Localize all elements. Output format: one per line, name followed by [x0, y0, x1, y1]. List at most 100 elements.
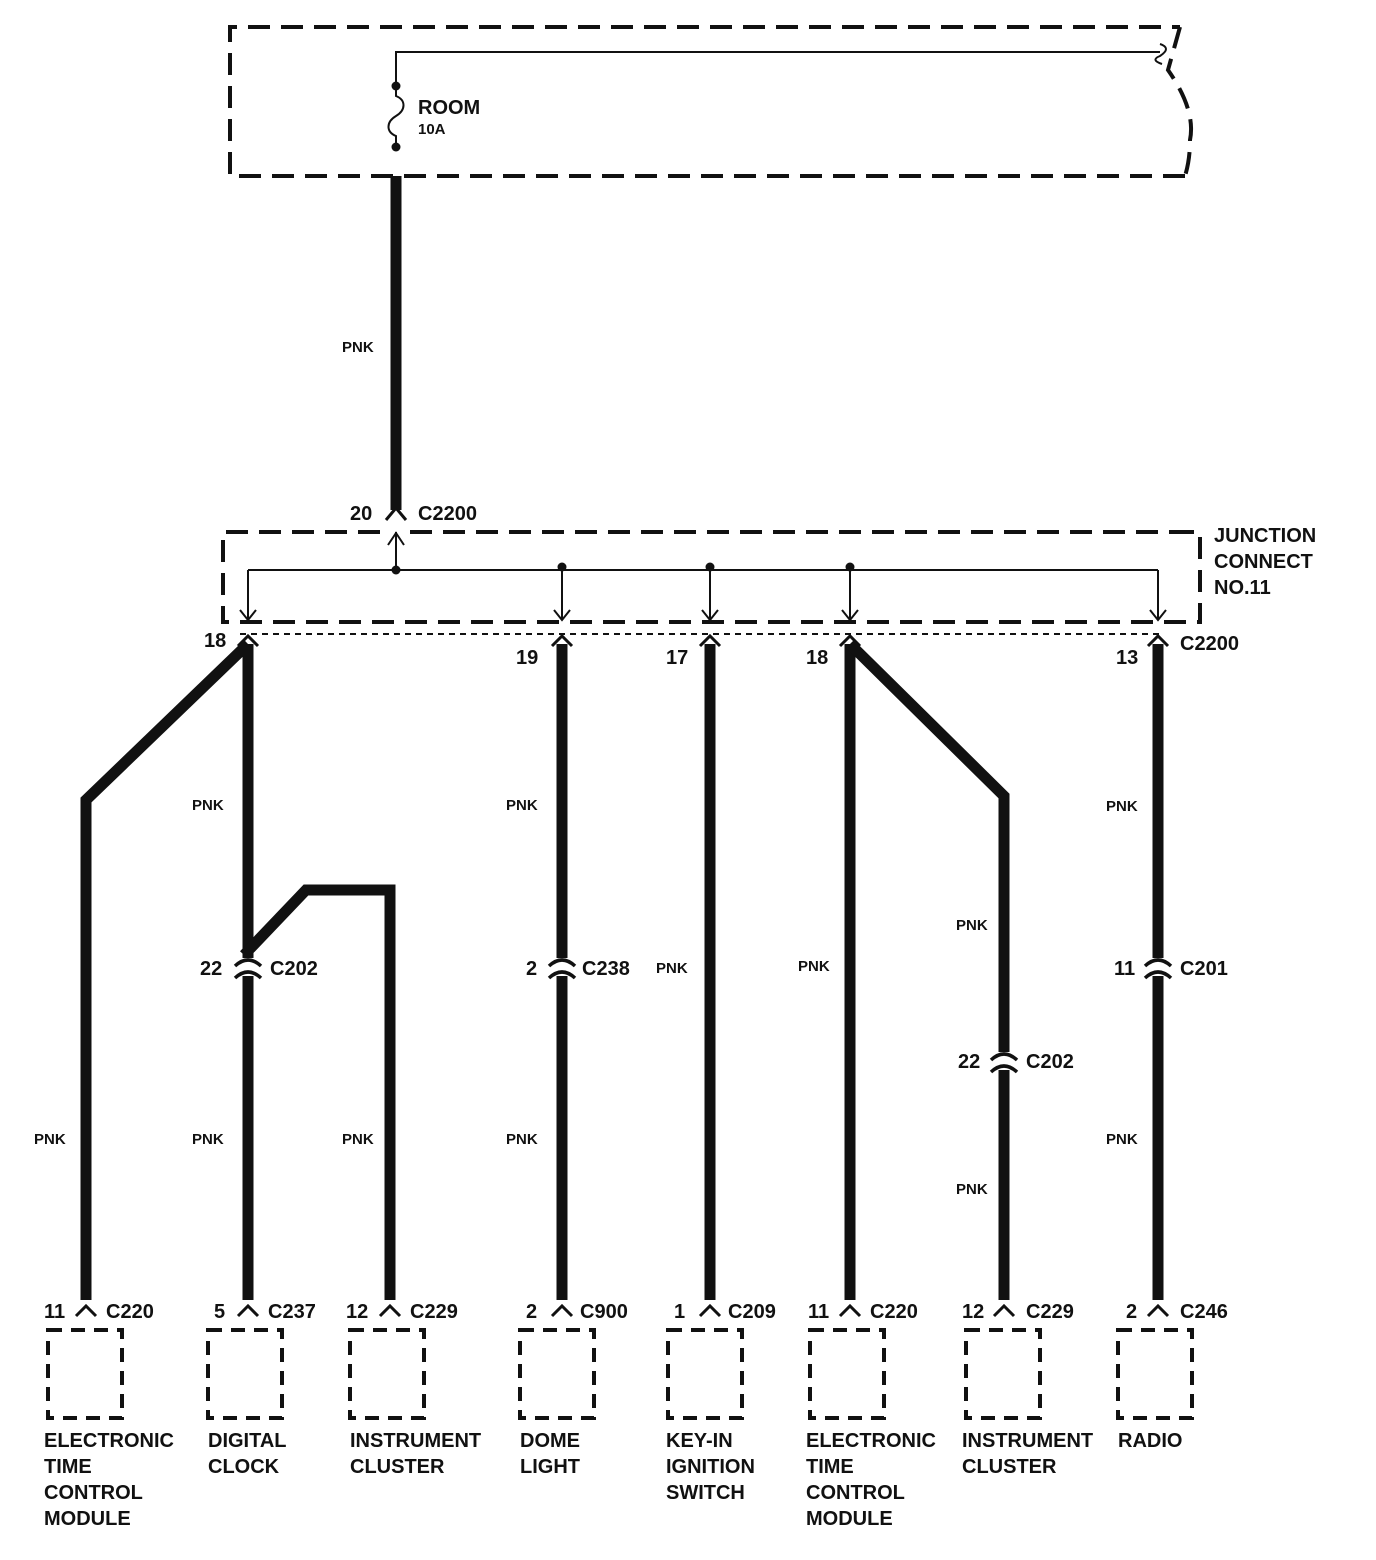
component-box: [518, 1328, 596, 1420]
component-electronic-time-control-module: 11 C220 ELECTRONIC TIME CONTROL MODULE: [806, 1301, 936, 1530]
component-pin: 1: [674, 1301, 685, 1323]
component-label-line: CLOCK: [208, 1456, 280, 1478]
connector-symbol: [698, 1303, 722, 1318]
fuse-box-break-mark: [1154, 43, 1167, 65]
junction-pin-number: 18: [204, 630, 226, 652]
fuse-box: ROOM 10A: [228, 25, 1193, 178]
wire-to-instrument-cluster: [846, 640, 1010, 1300]
component-connector: C220: [106, 1301, 154, 1323]
component-label-line: INSTRUMENT: [962, 1430, 1093, 1452]
components: 11 C220 ELECTRONIC TIME CONTROL MODULE 5…: [44, 1301, 1228, 1530]
junction-input-arrow: [387, 531, 405, 546]
component-connector: C229: [410, 1301, 458, 1323]
connector-symbol: [547, 958, 577, 980]
component-key-in-ignition-switch: 1 C209 KEY-IN IGNITION SWITCH: [666, 1301, 776, 1504]
wire-color-label: PNK: [956, 1181, 988, 1198]
junction-pin-number: 13: [1116, 647, 1138, 669]
connector-symbol: [233, 958, 263, 980]
inline-id: C238: [582, 958, 630, 980]
component-connector: C900: [580, 1301, 628, 1323]
wire-color-label: PNK: [956, 917, 988, 934]
component-connector: C220: [870, 1301, 918, 1323]
component-pin: 11: [808, 1301, 829, 1323]
inline-connectors: 22 C202 2 C238 22 C202 11 C201: [200, 958, 1228, 1074]
component-box: [666, 1328, 744, 1420]
component-label-line: IGNITION: [666, 1456, 755, 1478]
fuse-box-outline: [228, 25, 1193, 178]
component-digital-clock: 5 C237 DIGITAL CLOCK: [206, 1301, 316, 1478]
component-label-line: CLUSTER: [962, 1456, 1057, 1478]
component-label-line: TIME: [44, 1456, 92, 1478]
component-label-line: ELECTRONIC: [806, 1430, 936, 1452]
component-label-line: ELECTRONIC: [44, 1430, 174, 1452]
component-box: [964, 1328, 1042, 1420]
component-box: [206, 1328, 284, 1420]
junction-output-arrow: [701, 567, 719, 622]
inline-pin: 2: [526, 958, 537, 980]
component-connector: C209: [728, 1301, 776, 1323]
component-instrument-cluster: 12 C229 INSTRUMENT CLUSTER: [962, 1301, 1093, 1478]
wire-color-labels: PNK PNK PNK PNK PNK PNK PNK PNK PNK PNK …: [34, 797, 1138, 1198]
inline-connector: 22 C202: [958, 1051, 1074, 1074]
connector-symbol: [74, 1303, 98, 1318]
fuse-box-internal-wire: [395, 51, 1160, 86]
connector-symbol: [838, 1303, 862, 1318]
connector-symbol: [989, 1052, 1019, 1074]
component-label-line: SWITCH: [666, 1482, 745, 1504]
component-connector: C237: [268, 1301, 316, 1323]
connector-symbol: [550, 633, 574, 648]
connector-symbol: [236, 633, 260, 648]
inline-connector: 2 C238: [526, 958, 630, 980]
component-connector: C246: [1180, 1301, 1228, 1323]
component-label-line: RADIO: [1118, 1430, 1182, 1452]
fuse-name-label: ROOM: [418, 97, 480, 119]
component-label-line: MODULE: [44, 1508, 131, 1530]
component-pin: 11: [44, 1301, 65, 1323]
component-box: [808, 1328, 886, 1420]
connector-symbol: [384, 505, 408, 521]
wire-color-label: PNK: [1106, 798, 1138, 815]
wire-color-label: PNK: [342, 339, 374, 356]
wire-color-label: PNK: [34, 1131, 66, 1148]
inline-pin: 11: [1114, 958, 1135, 980]
component-box: [1116, 1328, 1194, 1420]
connector-symbol: [698, 633, 722, 648]
component-label-line: DOME: [520, 1430, 580, 1452]
wire-color-label: PNK: [656, 960, 688, 977]
inline-id: C201: [1180, 958, 1228, 980]
wire-color-label: PNK: [798, 958, 830, 975]
connector-symbol: [992, 1303, 1016, 1318]
junction-output-arrow: [239, 570, 257, 622]
fuse-icon: [387, 86, 405, 147]
wire-color-label: PNK: [192, 1131, 224, 1148]
component-label-line: TIME: [806, 1456, 854, 1478]
component-label-line: DIGITAL: [208, 1430, 287, 1452]
connector-pin: 20: [350, 503, 372, 525]
inline-pin: 22: [200, 958, 222, 980]
wire-to-electronic-time-control-module: [80, 640, 252, 1300]
connector-symbol: [378, 1303, 402, 1318]
connector-id: C2200: [418, 503, 477, 525]
component-pin: 2: [526, 1301, 537, 1323]
junction-output-arrow: [553, 567, 571, 622]
component-label-line: CLUSTER: [350, 1456, 445, 1478]
component-pin: 12: [962, 1301, 984, 1323]
inline-pin: 22: [958, 1051, 980, 1073]
component-label-line: KEY-IN: [666, 1430, 733, 1452]
component-connector: C229: [1026, 1301, 1074, 1323]
connector-symbol: [550, 1303, 574, 1318]
junction-pin-number: 17: [666, 647, 688, 669]
junction-pin-number: 18: [806, 647, 828, 669]
wire-to-instrument-cluster: [240, 884, 396, 1300]
component-pin: 12: [346, 1301, 368, 1323]
connector-symbol: [236, 1303, 260, 1318]
wire-color-label: PNK: [192, 797, 224, 814]
bus-junction-dot: [391, 565, 401, 575]
component-pin: 5: [214, 1301, 225, 1323]
component-label-line: CONTROL: [44, 1482, 143, 1504]
inline-id: C202: [1026, 1051, 1074, 1073]
connector-c2200-top: 20 C2200: [350, 503, 477, 525]
component-label-line: CONTROL: [806, 1482, 905, 1504]
wire-color-label: PNK: [1106, 1131, 1138, 1148]
